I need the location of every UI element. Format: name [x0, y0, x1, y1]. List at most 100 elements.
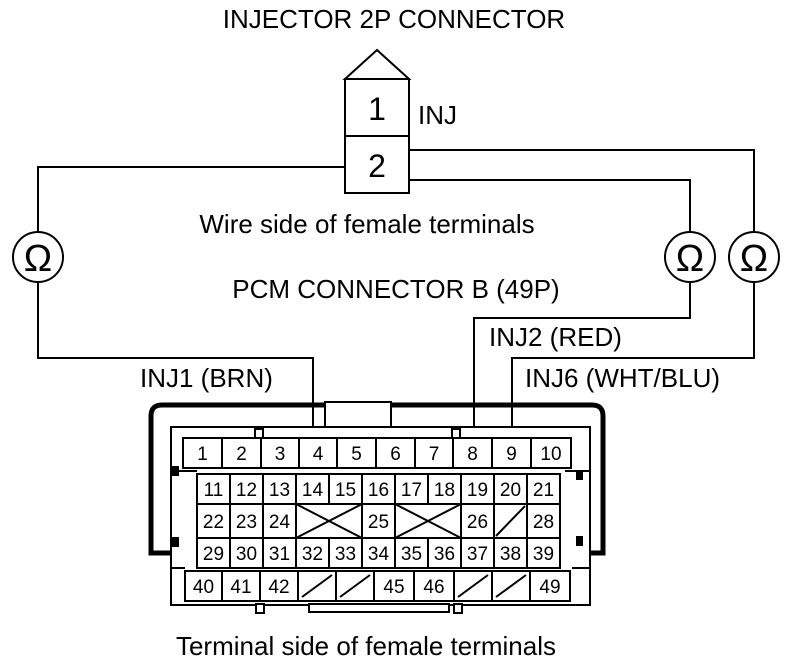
terminal-cell: [328, 537, 363, 569]
terminal-number: 18: [434, 480, 455, 501]
terminal-number: 16: [368, 480, 389, 501]
terminal-number: 22: [203, 512, 224, 533]
ohmmeter-circle: [12, 231, 64, 283]
terminal-number: 23: [236, 512, 257, 533]
terminal-cell: [260, 437, 300, 469]
bottom-tab: [255, 603, 265, 614]
pcm-row-5: 40 41 42 45 46 49: [184, 570, 571, 602]
terminal-number: 15: [335, 480, 356, 501]
terminal-cell: [526, 503, 561, 539]
terminal-number: 26: [467, 512, 488, 533]
ohm-symbol: Ω: [740, 238, 768, 280]
cavity-cross: [295, 503, 363, 539]
terminal-number: 4: [313, 444, 324, 465]
terminal-number: 42: [268, 577, 289, 598]
ohm-symbol: Ω: [676, 238, 704, 280]
terminal-number: 12: [236, 480, 257, 501]
terminal-number: 9: [506, 444, 517, 465]
terminal-cell: [526, 537, 561, 569]
housing-outline-left: [148, 402, 325, 556]
cavity-slash: [495, 574, 527, 598]
terminal-cell: [373, 570, 415, 602]
terminal-number: 25: [368, 512, 389, 533]
pcm-row-4: 29 30 31 32 33 34 35 36 37 38 39: [196, 537, 561, 569]
terminal-number: 24: [269, 512, 291, 533]
inj6-wire-label: INJ6 (WHT/BLU): [525, 363, 720, 393]
cavity-slash: [457, 574, 489, 598]
terminal-cell: [262, 537, 297, 569]
terminal-number: 20: [500, 480, 521, 501]
terminal-number: 11: [204, 480, 224, 501]
bottom-tab: [453, 603, 463, 614]
terminal-number: 2: [236, 444, 247, 465]
pcm-row-2: 11 12 13 14 15 16 17 18 19 20 21: [196, 473, 561, 505]
inj1-wire-label: INJ1 (BRN): [140, 363, 273, 393]
ohm-symbol: Ω: [24, 238, 52, 280]
wire-inj6-upper: [409, 149, 755, 232]
terminal-number: 5: [351, 444, 362, 465]
terminal-number: 29: [203, 544, 224, 565]
pcm-row-1: 1 2 3 4 5 6 7 8 9 10: [182, 437, 572, 469]
terminal-cell: [413, 570, 455, 602]
pcm-row-3: 22 23 24 25 26 28: [196, 503, 561, 539]
pcm-connector-title: PCM CONNECTOR B (49P): [232, 274, 559, 304]
terminal-cell: [394, 537, 429, 569]
terminal-number: 30: [236, 544, 257, 565]
injector-pin-2: 2: [368, 148, 386, 184]
wire-inj6-lower: [511, 282, 755, 438]
terminal-number: 36: [434, 544, 455, 565]
terminal-cell: [452, 437, 493, 469]
cavity-slash: [339, 574, 371, 598]
terminal-cell: [493, 473, 528, 505]
terminal-number: 35: [401, 544, 422, 565]
injector-connector-title: INJECTOR 2P CONNECTOR: [223, 4, 565, 34]
cavity-slash: [495, 505, 526, 537]
connector-key-tab: [342, 48, 412, 80]
cavity-slash: [301, 574, 333, 598]
terminal-number: 41: [230, 577, 251, 598]
terminal-cell: [530, 437, 572, 469]
ohmmeter-inj2: Ω: [664, 231, 716, 283]
terminal-cell: [375, 437, 416, 469]
terminal-number: 45: [383, 577, 404, 598]
terminal-cell: [221, 437, 262, 469]
terminal-number: 28: [533, 512, 554, 533]
terminal-number: 46: [423, 577, 444, 598]
locator-mark: [576, 536, 583, 546]
terminal-number: 37: [467, 544, 488, 565]
terminal-cell: [184, 570, 223, 602]
terminal-number: 3: [275, 444, 286, 465]
test-wires: [37, 149, 755, 438]
terminal-number: 8: [467, 444, 478, 465]
terminal-number: 7: [429, 444, 440, 465]
terminal-cell: [259, 570, 299, 602]
terminal-number: 40: [193, 577, 214, 598]
terminal-number: 19: [467, 480, 488, 501]
terminal-number: 32: [302, 544, 323, 565]
terminal-number: 1: [197, 444, 208, 465]
housing-latch: [324, 401, 392, 431]
terminal-cell: [295, 537, 330, 569]
ohmmeter-circle: [664, 231, 716, 283]
terminal-number: 21: [533, 480, 554, 501]
terminal-number: 10: [540, 444, 561, 465]
housing-outline-right: [392, 402, 606, 556]
terminal-number: 6: [390, 444, 401, 465]
terminal-cell: [394, 473, 429, 505]
terminal-cell: [361, 473, 396, 505]
terminal-cell: [529, 570, 571, 602]
terminal-cell: [526, 473, 561, 505]
inj-label: INJ: [418, 100, 457, 130]
terminal-number: 17: [401, 480, 422, 501]
terminal-cell: [182, 437, 223, 469]
terminal-number: 31: [269, 544, 290, 565]
inj2-wire-label: INJ2 (RED): [489, 322, 622, 352]
terminal-cell: [414, 437, 454, 469]
ohmmeter-inj6: Ω: [728, 231, 780, 283]
bottom-rail: [308, 603, 450, 613]
locator-mark: [172, 537, 179, 547]
wire-inj1-lower: [37, 282, 314, 438]
ohmmeter-circle: [728, 231, 780, 283]
wire-inj1-upper: [37, 166, 345, 232]
